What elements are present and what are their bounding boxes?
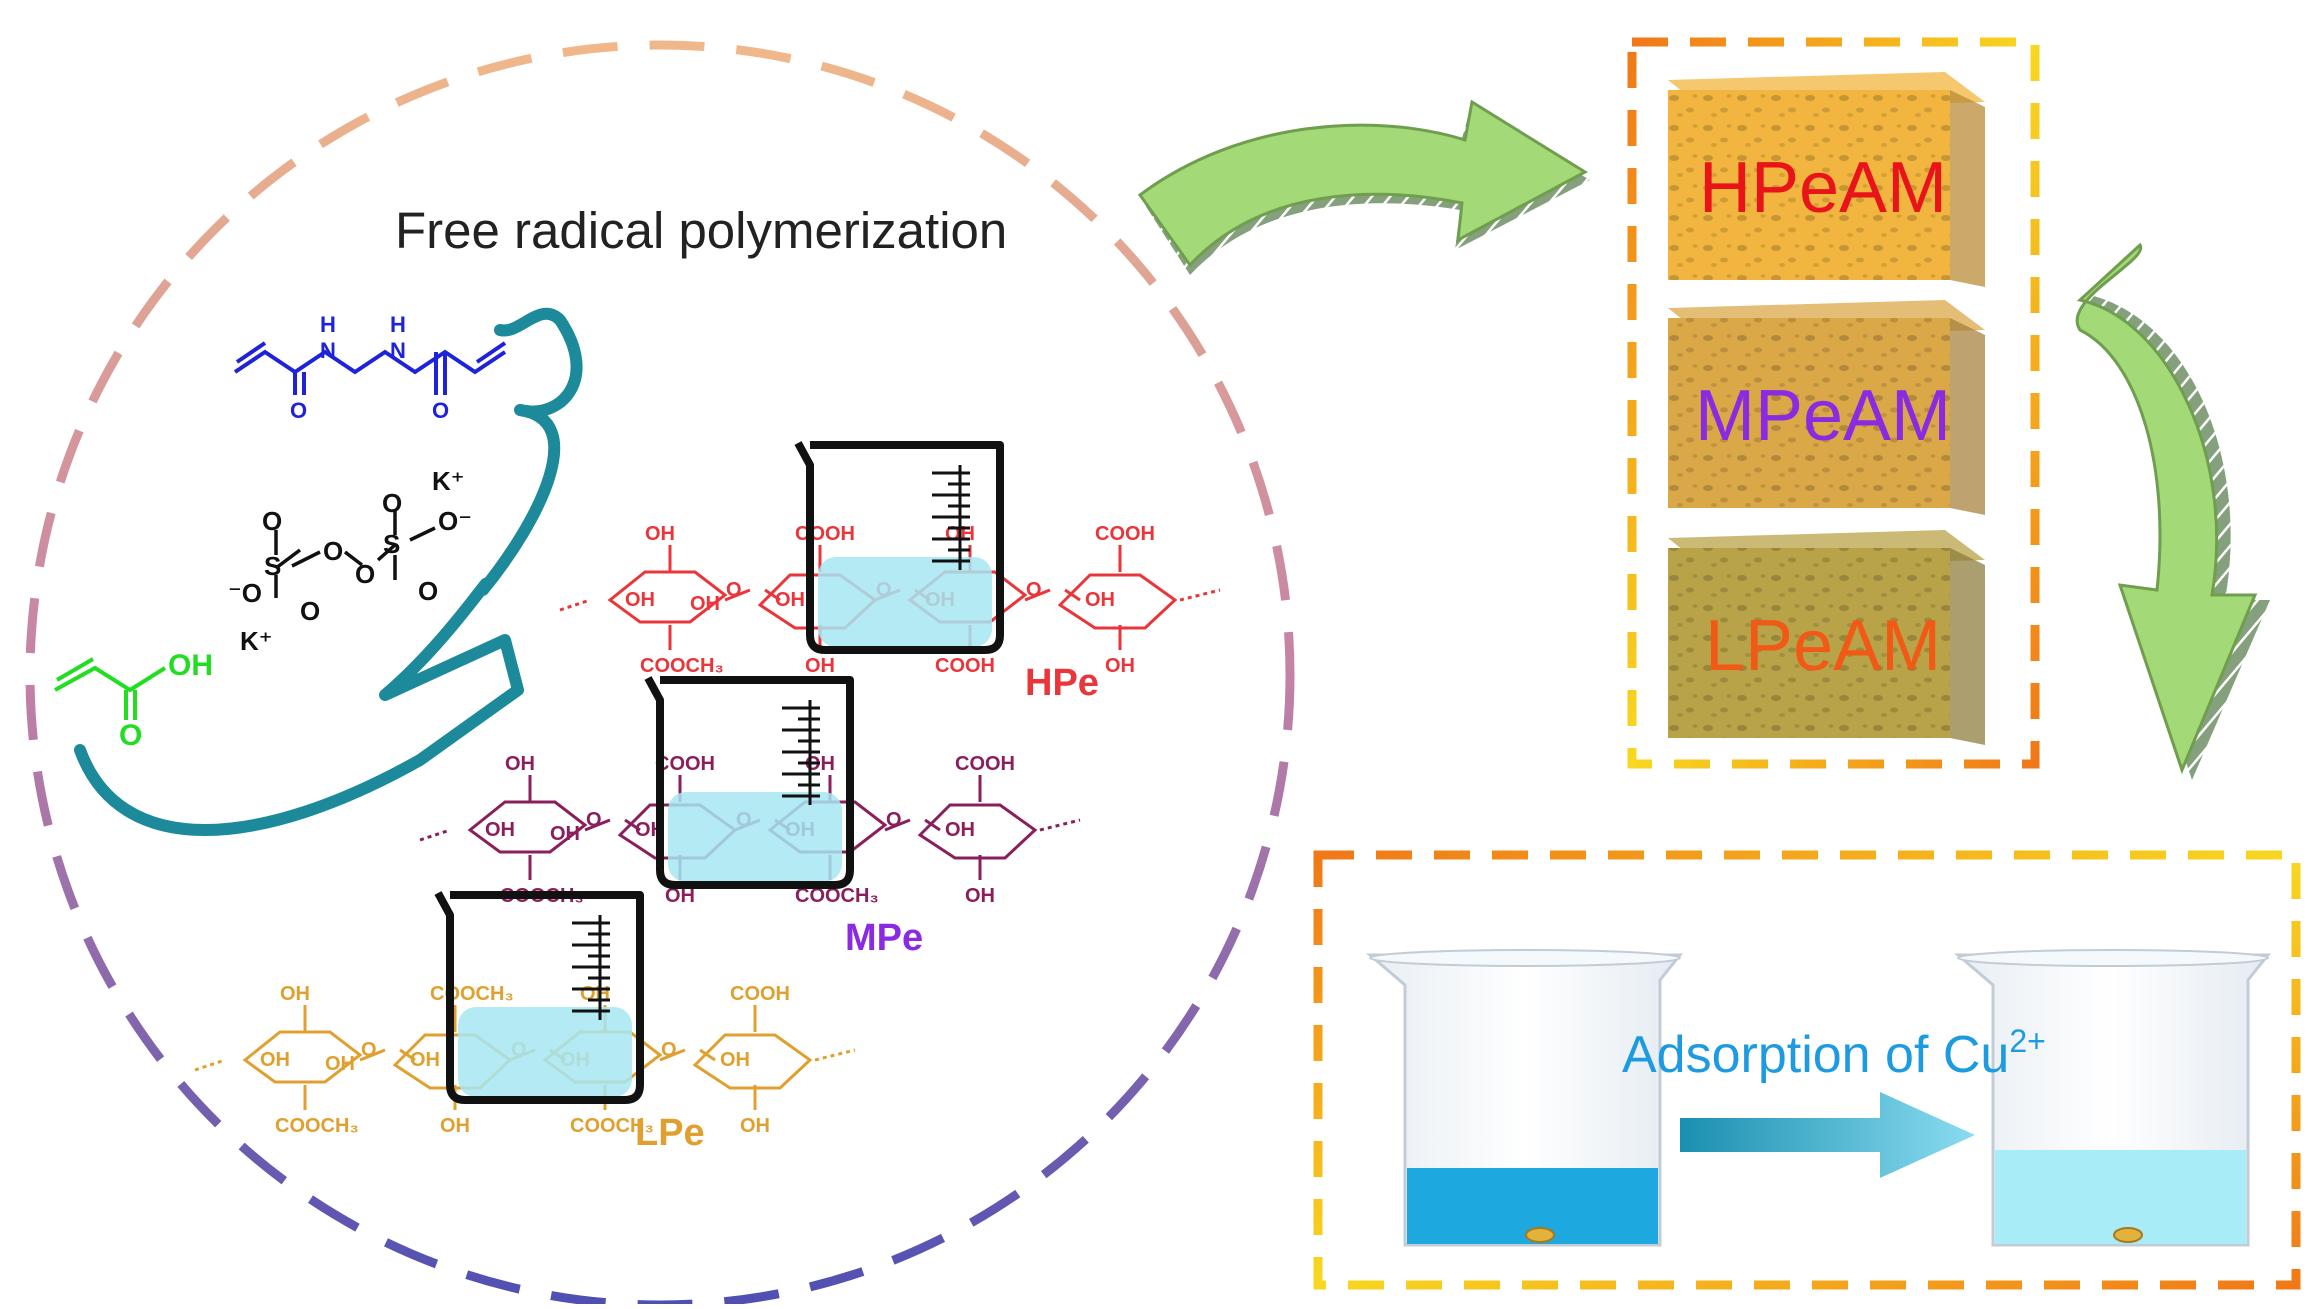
pectin-layer: OOOOHOHOHCOOCH₃COOHOHOHOHCOOHOHOHCOOHOHH… (194, 441, 1221, 1154)
beaker-before (1365, 949, 1684, 1247)
substituent-oh-h: OH (1105, 655, 1135, 677)
crosslinker-o2: O (432, 398, 449, 423)
initiator-o-bridge-2: O (355, 559, 375, 589)
adsorption-superscript: 2+ (2009, 1023, 2045, 1059)
aerogel-mpeam: MPeAM (1668, 300, 1985, 515)
crosslinker-n2: N (390, 338, 406, 363)
substituent-oh-i: OH (945, 819, 975, 841)
monomer-labels: OH O (119, 649, 213, 752)
initiator-labels: K⁺ S S O O O O O O ⁻O O⁻ K⁺ (228, 466, 472, 656)
substituent-cooch3-2: COOCH₃ (795, 885, 879, 907)
substituent-oh-c: OH (550, 823, 580, 845)
green-arrow-down (2075, 242, 2270, 780)
reagent-bubble (74, 307, 583, 836)
crosslinker-h2: H (390, 312, 406, 337)
title: Free radical polymerization (395, 202, 1007, 259)
aerogel-label-mpeam: MPeAM (1695, 376, 1951, 456)
aerogel-lpeam: LPeAM (1668, 530, 1985, 745)
substituent-oh-h: OH (740, 1115, 770, 1137)
green-arrow-right (1137, 99, 1590, 275)
pectin-lpe: OOOOHOHOHCOOCH₃COOCH₃OHOHOHCOOCH₃OHOHCOO… (194, 891, 856, 1154)
initiator-o-top-2: O (382, 488, 402, 518)
substituent-cooch3-top: COOCH₃ (430, 983, 514, 1005)
crosslinker-labels: H N H N O O (290, 312, 449, 423)
substituent-oh-i: OH (720, 1049, 750, 1071)
monomer-structure (54, 657, 167, 720)
crosslinker-structure (233, 341, 507, 395)
aerogel-layer: HPeAM MPeAM LPeAM (1668, 72, 1985, 745)
substituent-cooh-1: COOH (655, 753, 715, 775)
pectin-hpe: OOOOHOHOHCOOCH₃COOHOHOHOHCOOHOHOHCOOHOHH… (559, 441, 1221, 704)
crosslinker-h1: H (320, 312, 336, 337)
pectin-name-mpe: MPe (845, 917, 923, 959)
substituent-oh-e: OH (665, 885, 695, 907)
beaker-hpe (794, 441, 1004, 654)
substituent-cooch3-2: COOCH₃ (570, 1115, 654, 1137)
adsorption-label: Adsorption of Cu2+ (1622, 1023, 2046, 1084)
initiator-o-top-1: O (262, 506, 282, 536)
initiator-o-bottom-2: O (418, 576, 438, 606)
substituent-cooch3: COOCH₃ (640, 655, 724, 677)
substituent-cooh-3: COOH (1095, 523, 1155, 545)
adsorption-box (1313, 850, 2301, 1290)
pectin-mpe: OOOOHOHOHCOOCH₃COOHOHOHOHCOOCH₃OHOHCOOHO… (419, 676, 1081, 959)
substituent-cooch3: COOCH₃ (275, 1115, 359, 1137)
substituent-oh-b: OH (625, 589, 655, 611)
initiator-s2: S (383, 529, 400, 559)
substituent-cooh-3: COOH (730, 983, 790, 1005)
aerogel-label-hpeam: HPeAM (1699, 148, 1947, 228)
initiator-o-bottom-1: O (300, 596, 320, 626)
aerogel-box (1627, 37, 2040, 769)
beaker-lpe (434, 891, 644, 1104)
beaker-after (1953, 949, 2272, 1247)
glycosidic-oxygen: O (1026, 579, 1042, 601)
monomer-oh: OH (168, 649, 213, 682)
substituent-oh-d: OH (775, 589, 805, 611)
aerogel-hpeam: HPeAM (1668, 72, 1985, 287)
pectin-name-lpe: LPe (635, 1112, 705, 1154)
substituent-oh-i: OH (1085, 589, 1115, 611)
substituent-oh-c: OH (690, 593, 720, 615)
substituent-oh-h: OH (965, 885, 995, 907)
pectin-name-hpe: HPe (1025, 662, 1099, 704)
glycosidic-oxygen: O (586, 809, 602, 831)
glycosidic-oxygen: O (886, 809, 902, 831)
adsorption-arrow (1680, 1092, 1975, 1178)
glycosidic-oxygen: O (726, 579, 742, 601)
substituent-oh-a: OH (505, 753, 535, 775)
beaker-mpe (644, 676, 854, 889)
glycosidic-oxygen: O (661, 1039, 677, 1061)
initiator-k-bottom: K⁺ (240, 626, 273, 656)
substituent-oh-e: OH (440, 1115, 470, 1137)
initiator-o-minus-2: O⁻ (438, 506, 472, 536)
substituent-oh-f: OH (580, 983, 610, 1005)
aerogel-sample-before (1525, 1227, 1555, 1243)
initiator-structure (274, 510, 436, 598)
substituent-cooh-2: COOH (935, 655, 995, 677)
substituent-oh-e: OH (805, 655, 835, 677)
substituent-oh-c: OH (325, 1053, 355, 1075)
initiator-o-minus-1: ⁻O (228, 578, 262, 608)
aerogel-label-lpeam: LPeAM (1705, 606, 1941, 686)
crosslinker-n1: N (320, 338, 336, 363)
substituent-oh-a: OH (280, 983, 310, 1005)
substituent-oh-d: OH (410, 1049, 440, 1071)
aerogel-sample-after (2113, 1227, 2143, 1243)
initiator-k-top: K⁺ (432, 466, 465, 496)
substituent-cooh-3: COOH (955, 753, 1015, 775)
initiator-s1: S (264, 551, 281, 581)
initiator-o-bridge: O (323, 536, 343, 566)
substituent-oh-b: OH (485, 819, 515, 841)
glycosidic-oxygen: O (361, 1039, 377, 1061)
substituent-oh-b: OH (260, 1049, 290, 1071)
monomer-o: O (119, 719, 142, 752)
substituent-cooh-1: COOH (795, 523, 855, 545)
substituent-oh-a: OH (645, 523, 675, 545)
crosslinker-o1: O (290, 398, 307, 423)
